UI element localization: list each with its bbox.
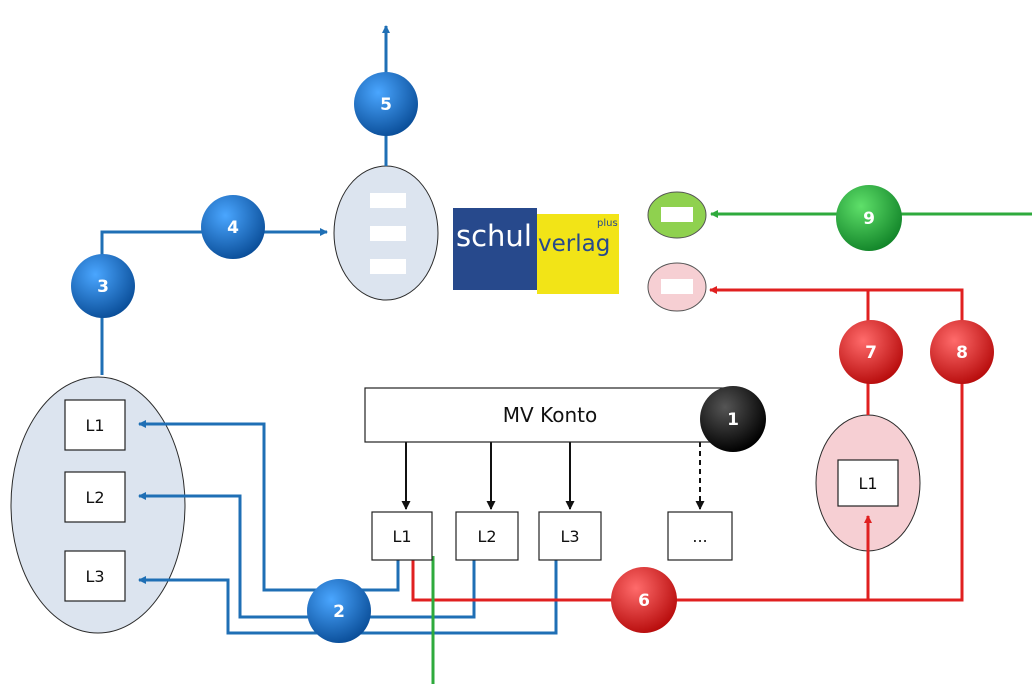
license-box (667, 511, 733, 561)
license-label: L1 (85, 416, 104, 435)
license-box (371, 511, 433, 561)
svg-text:verlag: verlag (538, 231, 610, 257)
step-3: 3 (71, 254, 135, 318)
svg-text:5: 5 (380, 95, 392, 115)
svg-text:1: 1 (727, 410, 739, 430)
license-label: L3 (560, 527, 579, 546)
school-slot (370, 226, 406, 241)
svg-text:8: 8 (956, 343, 968, 363)
license-box (64, 550, 126, 602)
step-7: 7 (839, 320, 903, 384)
license-box (455, 511, 519, 561)
license-label: L1 (858, 474, 877, 493)
license-label: L2 (477, 527, 496, 546)
schulverlag-logo: schul verlag plus (453, 208, 619, 294)
mv-account-box (364, 387, 736, 443)
red-target-slot (661, 279, 693, 294)
step-2: 2 (307, 579, 371, 643)
svg-text:7: 7 (865, 343, 877, 363)
svg-text:6: 6 (638, 591, 650, 611)
license-label: L3 (85, 567, 104, 586)
class-license-column: L1 L2 L3 (64, 399, 126, 602)
license-box (538, 511, 602, 561)
license-label: L1 (392, 527, 411, 546)
svg-text:4: 4 (227, 218, 239, 238)
mv-account-label: MV Konto (503, 403, 597, 427)
black-connectors (401, 442, 705, 510)
step-6: 6 (611, 567, 677, 633)
green-target-slot (661, 207, 693, 222)
license-box (64, 399, 126, 451)
step-9: 9 (836, 185, 902, 251)
license-box (837, 459, 899, 507)
step-1: 1 (700, 386, 766, 452)
step-5: 5 (354, 72, 418, 136)
step-4: 4 (201, 195, 265, 259)
school-slot (370, 193, 406, 208)
svg-text:schul: schul (456, 219, 532, 253)
license-label: L2 (85, 488, 104, 507)
step-8: 8 (930, 320, 994, 384)
main-license-row: L1 L2 L3 ... (371, 511, 733, 561)
svg-text:3: 3 (97, 277, 109, 297)
school-slot (370, 259, 406, 274)
license-label: ... (692, 527, 707, 546)
svg-text:plus: plus (597, 218, 618, 229)
license-box (64, 471, 126, 523)
svg-text:2: 2 (333, 602, 345, 622)
svg-text:9: 9 (863, 209, 875, 229)
